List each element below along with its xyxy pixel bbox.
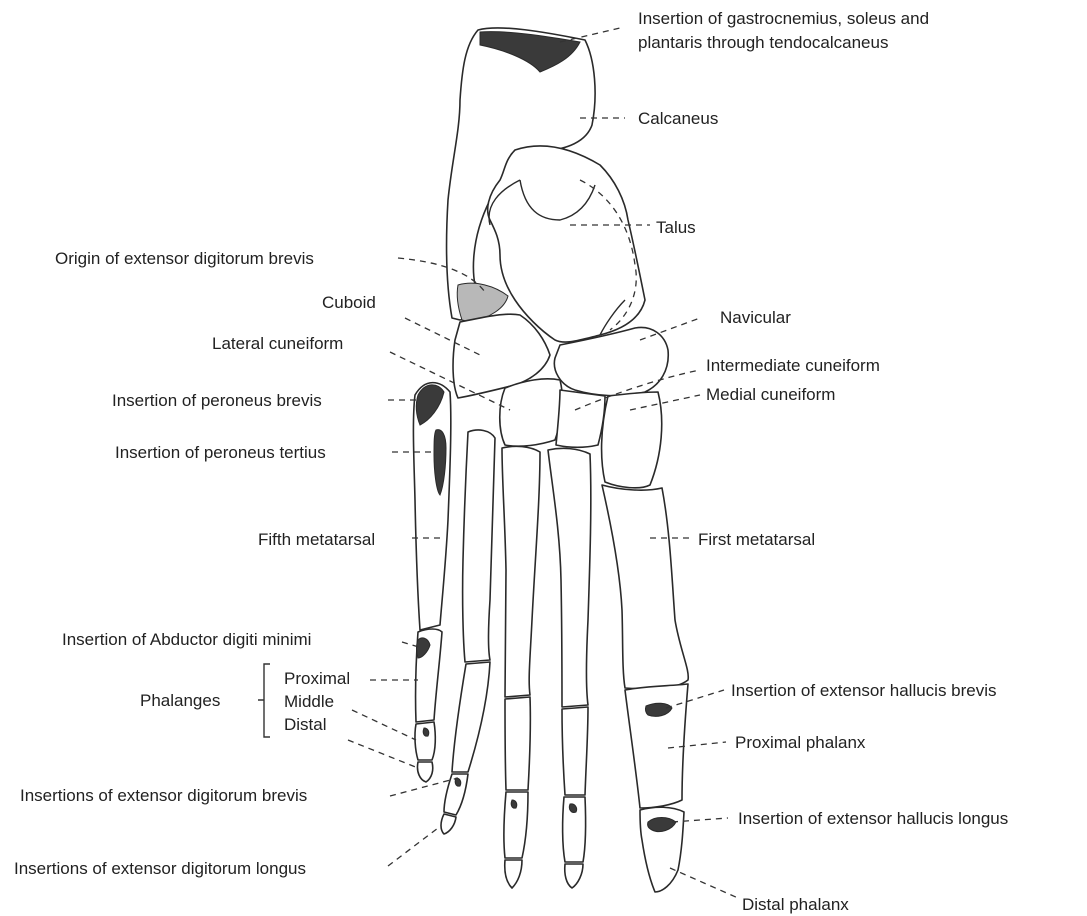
label-distal: Distal — [284, 715, 327, 734]
label-peroneus-brevis: Insertion of peroneus brevis — [112, 391, 322, 410]
fifth-distal-phalanx — [417, 762, 432, 782]
label-peroneus-tertius: Insertion of peroneus tertius — [115, 443, 326, 462]
foot-skeleton — [413, 28, 688, 892]
third-toe-digitorum-mark — [511, 800, 517, 808]
intermediate-cuneiform-bone — [556, 390, 605, 447]
hallux-proximal-phalanx — [625, 684, 688, 808]
lateral-cuneiform-bone — [500, 379, 563, 446]
label-intermediate-cuneiform: Intermediate cuneiform — [706, 356, 880, 375]
label-edb-origin: Origin of extensor digitorum brevis — [55, 249, 314, 268]
label-talus: Talus — [656, 218, 696, 237]
label-fifth-metatarsal: Fifth metatarsal — [258, 530, 375, 549]
label-gastrocnemius-line2: plantaris through tendocalcaneus — [638, 33, 888, 52]
second-distal-phalanx — [565, 864, 583, 888]
third-metatarsal-bone — [502, 446, 540, 697]
label-proximal-phalanx: Proximal phalanx — [735, 733, 866, 752]
first-metatarsal-bone — [602, 485, 688, 689]
leader-edl-insertions — [388, 828, 438, 866]
label-extensor-hallucis-brevis: Insertion of extensor hallucis brevis — [731, 681, 997, 700]
second-proximal-phalanx — [562, 707, 588, 795]
fourth-distal-phalanx — [441, 814, 456, 834]
third-proximal-phalanx — [505, 697, 530, 790]
third-distal-phalanx — [505, 860, 522, 888]
fourth-metatarsal-bone — [463, 430, 495, 662]
label-navicular: Navicular — [720, 308, 791, 327]
label-edb-insertions: Insertions of extensor digitorum brevis — [20, 786, 307, 805]
label-abductor-digiti-minimi: Insertion of Abductor digiti minimi — [62, 630, 311, 649]
label-edl-insertions: Insertions of extensor digitorum longus — [14, 859, 306, 878]
fifth-toe-digitorum-mark — [423, 728, 429, 736]
leader-distal — [348, 740, 418, 768]
leader-middle — [352, 710, 416, 740]
leader-distal-phalanx — [670, 868, 738, 898]
label-gastrocnemius-line1: Insertion of gastrocnemius, soleus and — [638, 9, 929, 28]
phalanges-bracket — [258, 664, 270, 737]
fourth-proximal-phalanx — [452, 662, 490, 772]
label-middle: Middle — [284, 692, 334, 711]
label-proximal: Proximal — [284, 669, 350, 688]
label-phalanges: Phalanges — [140, 691, 220, 710]
label-calcaneus: Calcaneus — [638, 109, 718, 128]
label-first-metatarsal: First metatarsal — [698, 530, 815, 549]
label-cuboid: Cuboid — [322, 293, 376, 312]
second-metatarsal-bone — [548, 448, 591, 707]
label-distal-phalanx: Distal phalanx — [742, 895, 849, 914]
medial-cuneiform-bone — [602, 392, 662, 488]
label-medial-cuneiform: Medial cuneiform — [706, 385, 835, 404]
fourth-toe-digitorum-mark — [455, 778, 461, 786]
label-extensor-hallucis-longus: Insertion of extensor hallucis longus — [738, 809, 1008, 828]
label-lateral-cuneiform: Lateral cuneiform — [212, 334, 343, 353]
talus-bone — [488, 146, 645, 342]
